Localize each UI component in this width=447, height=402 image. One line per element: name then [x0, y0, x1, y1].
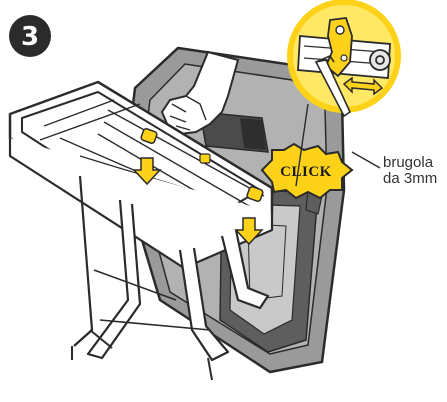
- zoom-detail: [287, 0, 401, 187]
- zoom-connector: [295, 103, 309, 187]
- hex-key-label-line2: da 3mm: [383, 170, 438, 187]
- click-starburst: [260, 142, 354, 200]
- click-text: CLICK: [280, 164, 332, 180]
- down-arrow-right: [234, 217, 264, 246]
- step-circle: [9, 15, 51, 57]
- hook-upper-left: [140, 128, 158, 144]
- down-arrow-left: [132, 157, 162, 186]
- double-arrow-icon: [342, 76, 384, 96]
- click-badge: CLICK: [260, 142, 354, 200]
- hook-middle: [199, 153, 211, 164]
- hex-key-label-line1: brugola: [383, 154, 434, 171]
- hex-key-label: brugola da 3mm: [383, 155, 437, 187]
- hook-lower-right: [246, 186, 264, 202]
- zoom-hook: [324, 17, 353, 78]
- rail-hooks: [140, 128, 264, 202]
- hand-illustration: [160, 50, 240, 136]
- callout-leader: [351, 151, 381, 169]
- step-number: 3: [21, 22, 39, 52]
- down-arrows: [132, 157, 264, 246]
- step-badge: 3: [9, 15, 51, 57]
- hex-key-icon: [314, 55, 352, 118]
